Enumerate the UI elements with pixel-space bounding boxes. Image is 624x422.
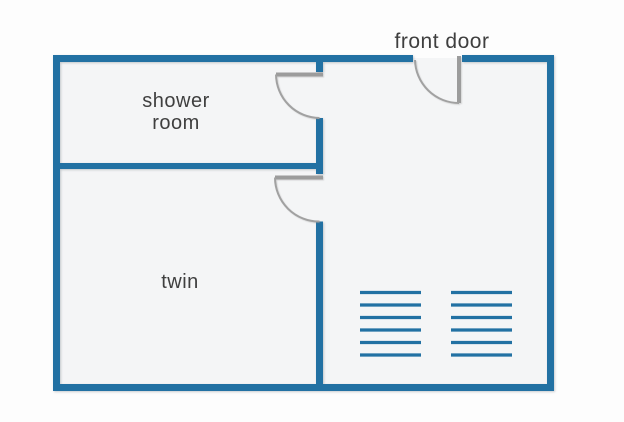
bunk-group-left <box>360 290 421 357</box>
bunk-group-right <box>451 290 512 357</box>
front-door-label: front door <box>395 30 490 53</box>
shower-door-swing-arc <box>275 74 320 119</box>
walls <box>53 55 554 391</box>
front-door-swing-arc <box>414 59 460 104</box>
twin-door-swing-arc <box>274 177 320 223</box>
doors <box>274 56 461 223</box>
floor-area <box>56 58 550 388</box>
twin-room-label: twin <box>161 271 199 293</box>
shower-room-label-line2: room <box>152 112 200 134</box>
shower-room-label-line1: shower <box>142 90 209 112</box>
